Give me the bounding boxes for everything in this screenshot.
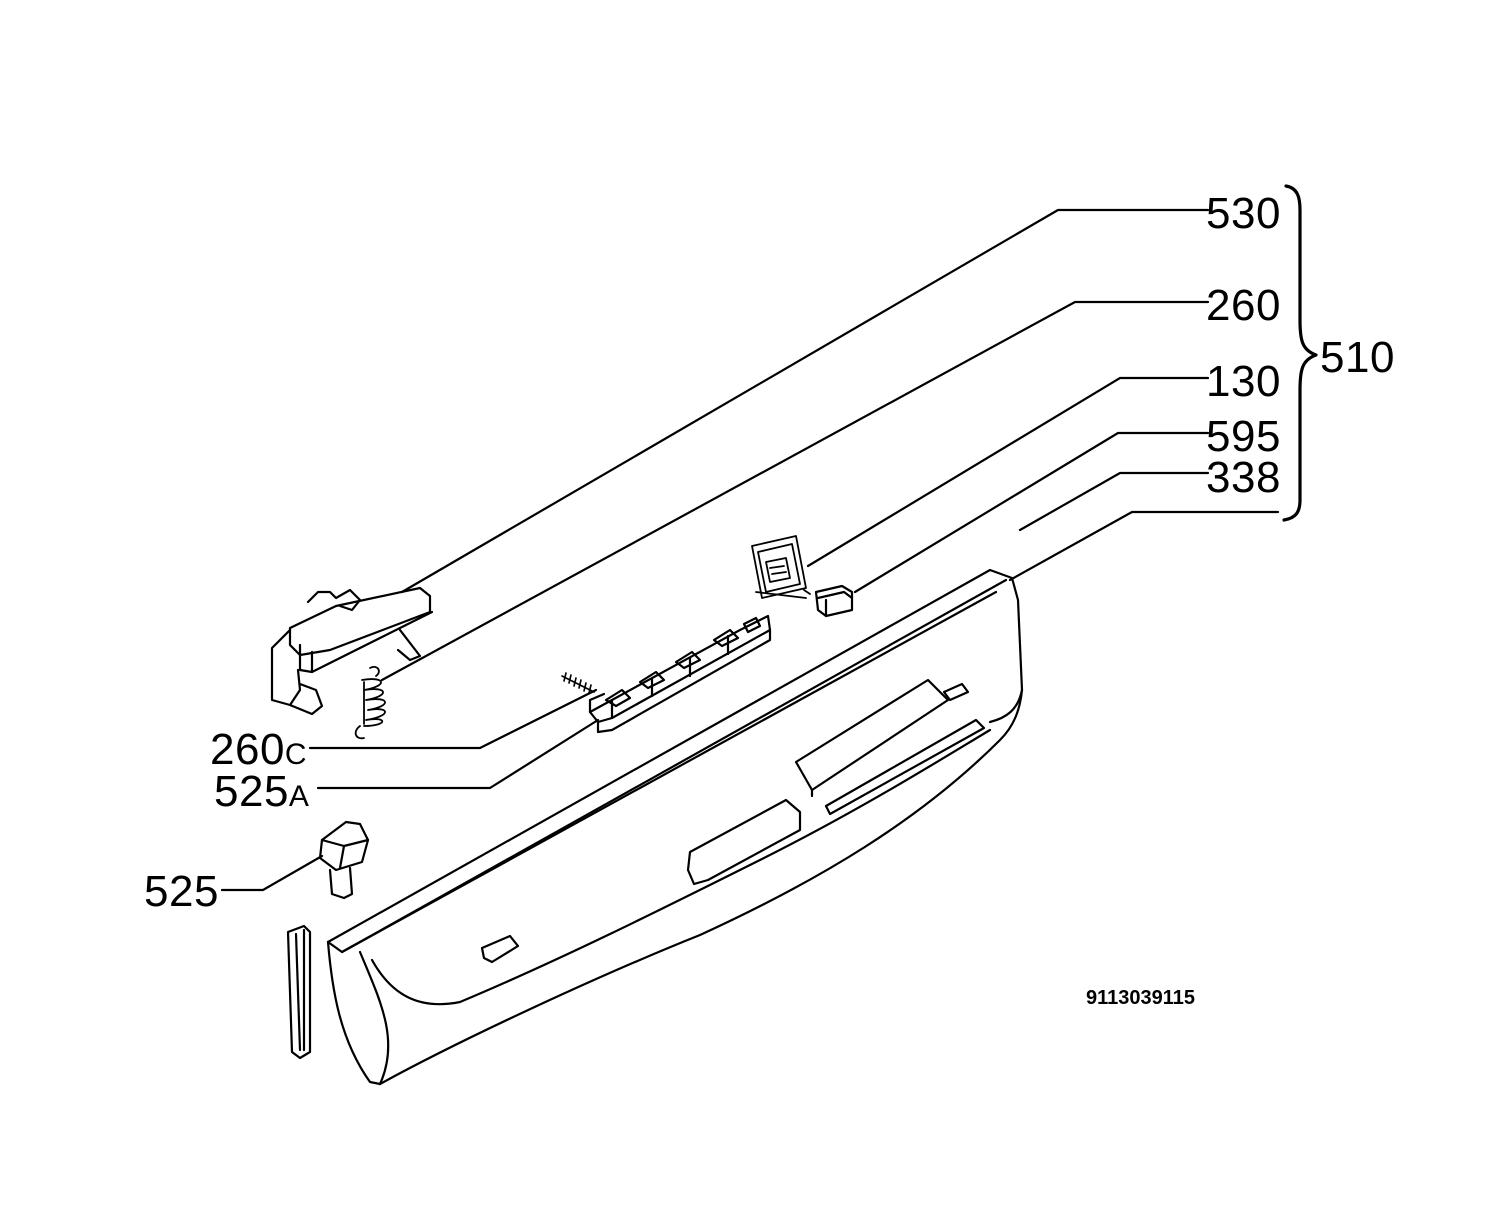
- callout-260c-number: 260: [210, 725, 285, 774]
- callout-260: 260: [1206, 281, 1281, 330]
- callout-510: 510: [1320, 333, 1395, 382]
- leader-595: [853, 431, 1210, 594]
- callout-260c-suffix: C: [284, 738, 307, 771]
- leader-130: [806, 376, 1210, 568]
- leader-525: [220, 854, 324, 892]
- callout-525a: 525A: [214, 770, 309, 814]
- document-number: 9113039115: [1086, 987, 1196, 1009]
- leader-510-line: [1008, 510, 1280, 582]
- leader-260: [380, 300, 1210, 682]
- leader-338: [1018, 471, 1210, 532]
- callout-525a-number: 525: [214, 767, 289, 816]
- callout-260c: 260C: [210, 728, 307, 772]
- callout-130: 130: [1206, 357, 1281, 406]
- callout-530: 530: [1206, 189, 1281, 238]
- part-260-spring: [354, 666, 386, 740]
- brace-510: [1282, 184, 1318, 522]
- part-525a-switch-block: [588, 614, 772, 734]
- part-595-button: [814, 584, 854, 618]
- control-panel-338: [326, 568, 1024, 1086]
- side-trim-strip: [286, 924, 312, 1060]
- part-130-square-component: [751, 535, 811, 599]
- part-260c-small-spring: [561, 672, 595, 694]
- part-525-knob: [318, 820, 370, 900]
- leader-525a: [316, 718, 600, 790]
- callout-525: 525: [144, 867, 219, 916]
- callout-595: 595: [1206, 412, 1281, 461]
- callout-338: 338: [1206, 453, 1281, 502]
- leader-lines: [220, 208, 1280, 892]
- part-530-handle: [270, 586, 434, 716]
- leader-260c: [308, 688, 598, 750]
- leader-530: [400, 208, 1210, 594]
- callout-525a-suffix: A: [288, 780, 309, 813]
